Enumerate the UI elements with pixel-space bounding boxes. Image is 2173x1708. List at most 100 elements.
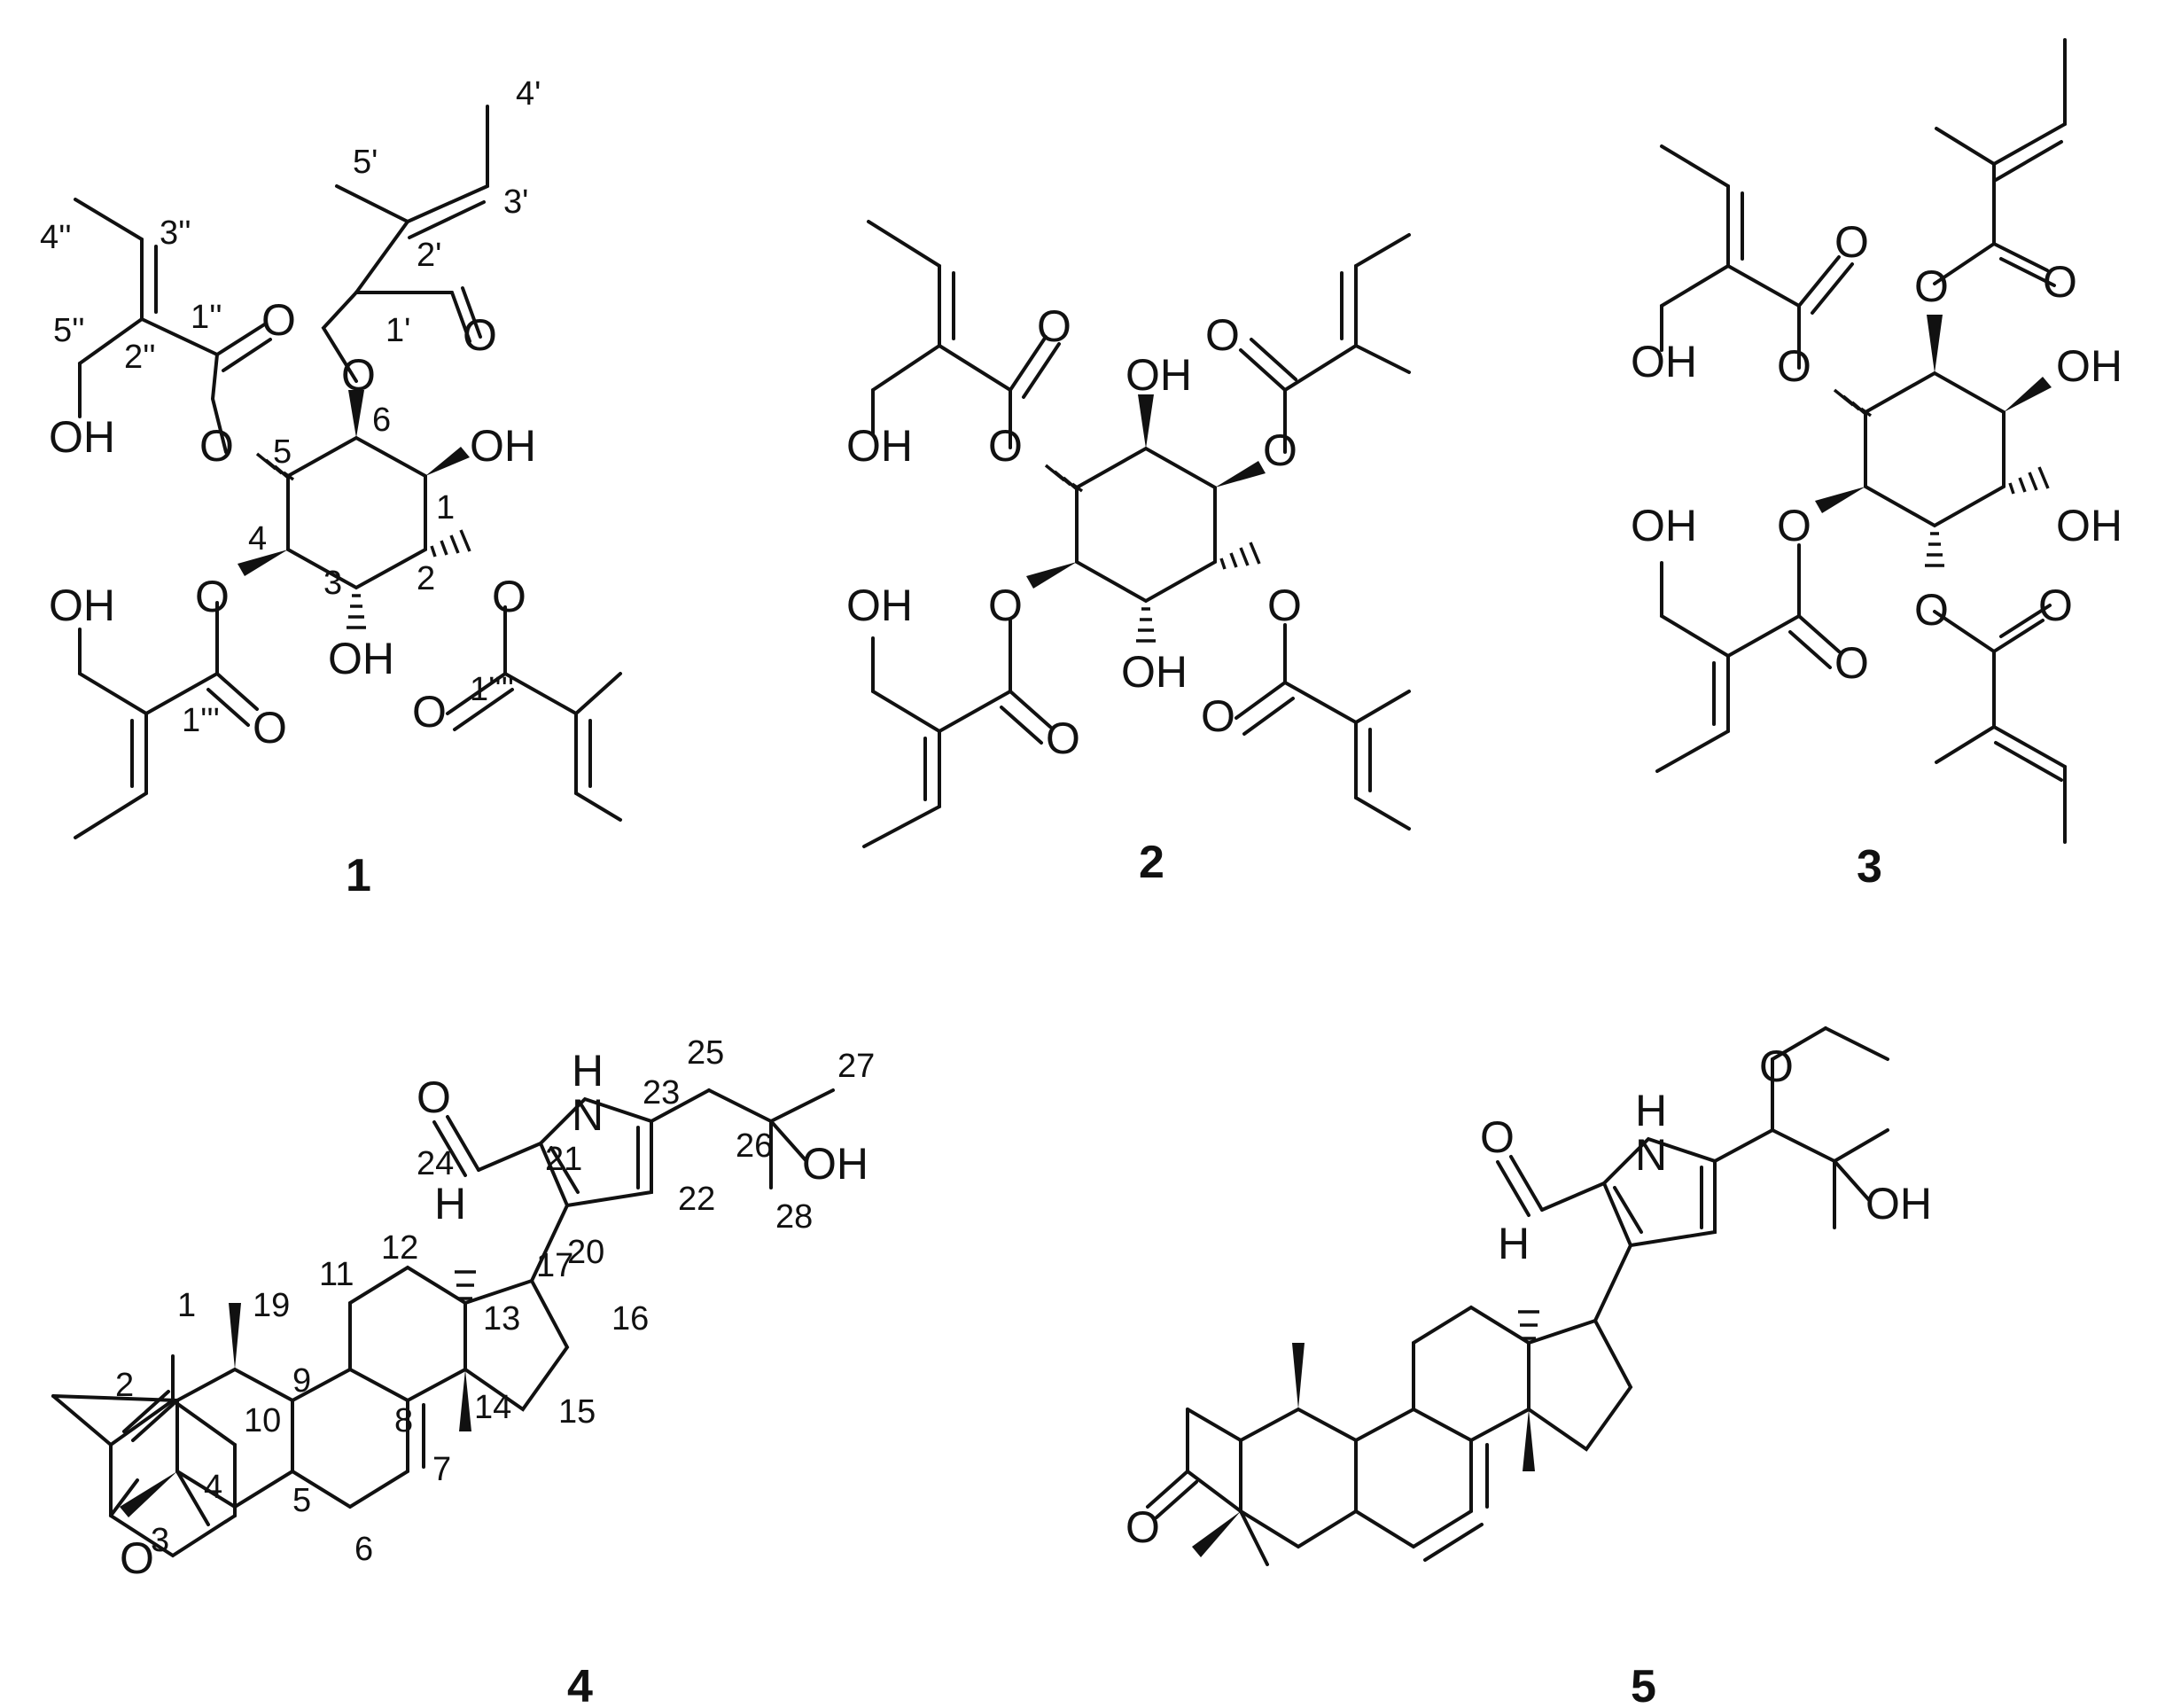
c2-o-ur-ester: O xyxy=(1263,425,1297,475)
c2-o-ul-ester: O xyxy=(988,421,1023,471)
c1-o1pppp-label: O xyxy=(412,687,447,737)
loc-2p: 2' xyxy=(417,237,441,274)
loc-4p: 4' xyxy=(516,75,541,113)
c3-o-ul-ester: O xyxy=(1777,341,1811,391)
loc4-3: 3 xyxy=(151,1522,169,1559)
loc4-26: 26 xyxy=(736,1127,773,1165)
loc4-1: 1 xyxy=(177,1287,196,1324)
loc4-20: 20 xyxy=(567,1234,604,1271)
loc-r1: 1 xyxy=(436,489,455,526)
compound-label-5: 5 xyxy=(1631,1661,1656,1708)
c1-o1pp-label: O xyxy=(261,295,296,345)
c3-oh-lr-label: OH xyxy=(2056,501,2122,550)
c3-o-lr-carbonyl: O xyxy=(2038,581,2073,630)
c2-oh-bottom-label: OH xyxy=(1121,647,1188,697)
c1-oh3-label: OH xyxy=(328,634,394,683)
loc-r6: 6 xyxy=(372,402,391,439)
loc4-13: 13 xyxy=(483,1300,520,1338)
loc-3p: 3' xyxy=(503,183,528,221)
c1-o1p-label: O xyxy=(463,310,497,360)
c3-o-lr-ester: O xyxy=(1914,585,1949,635)
c5-ald-h: H xyxy=(1498,1219,1530,1268)
c1-o6-label: O xyxy=(341,350,376,400)
loc4-12: 12 xyxy=(381,1229,418,1267)
c4-ald-o: O xyxy=(417,1072,451,1122)
loc-3pp: 3'' xyxy=(160,214,191,252)
loc4-16: 16 xyxy=(611,1300,649,1338)
loc4-27: 27 xyxy=(837,1048,875,1085)
compound-1-structure: O O OH O O OH O O OH OH O O 4' 5' 3' 2' … xyxy=(40,75,622,901)
c5-ether-o: O xyxy=(1759,1041,1794,1091)
c5-ketone-o: O xyxy=(1125,1502,1160,1552)
loc-r5: 5 xyxy=(273,433,292,471)
c4-ald-h: H xyxy=(434,1179,466,1228)
c4-oh-label: OH xyxy=(802,1139,868,1189)
loc-1p: 1' xyxy=(386,312,410,349)
c3-oh-ll-label: OH xyxy=(1631,501,1697,550)
c2-o-ll-ester: O xyxy=(988,581,1023,630)
loc4-6: 6 xyxy=(354,1531,373,1568)
c5-nh-n: N xyxy=(1635,1130,1667,1180)
loc-1pp: 1'' xyxy=(191,299,222,336)
loc4-14: 14 xyxy=(474,1389,511,1426)
loc-1pppp: 1'''' xyxy=(470,671,514,708)
c3-o-ll-carbonyl: O xyxy=(1834,638,1869,688)
loc4-4: 4 xyxy=(204,1469,222,1506)
c1-o5-label: O xyxy=(199,421,234,471)
loc4-11: 11 xyxy=(319,1256,354,1293)
compound-label-2: 2 xyxy=(1139,837,1164,888)
c2-oh-ul-label: OH xyxy=(846,421,913,471)
c2-o-lr-carbonyl: O xyxy=(1201,691,1235,741)
c4-ketone-o: O xyxy=(120,1533,154,1583)
c3-o-top-ester: O xyxy=(1914,261,1949,311)
compound-label-1: 1 xyxy=(346,850,371,901)
loc4-23: 23 xyxy=(643,1074,680,1111)
c2-oh-ll-label: OH xyxy=(846,581,913,630)
c1-o1ppp-label: O xyxy=(253,703,287,753)
loc-5p: 5' xyxy=(353,144,378,181)
loc-r3: 3 xyxy=(323,565,342,602)
compound-5-structure: O O H H N O OH 5 xyxy=(1125,1026,1932,1708)
c1-oh5ppp-label: OH xyxy=(49,581,115,630)
c3-oh-ul-label: OH xyxy=(1631,337,1697,386)
loc4-25: 25 xyxy=(687,1034,724,1072)
loc-2pp: 2'' xyxy=(124,339,156,376)
c2-o-lr-ester: O xyxy=(1267,581,1302,630)
compound-label-3: 3 xyxy=(1857,841,1882,893)
c5-ald-o: O xyxy=(1480,1112,1515,1162)
c4-nh-h: H xyxy=(572,1046,604,1096)
loc4-15: 15 xyxy=(558,1393,596,1431)
loc4-17: 17 xyxy=(536,1247,573,1284)
loc4-2: 2 xyxy=(115,1367,134,1404)
c1-o2-label: O xyxy=(492,572,526,621)
c3-o-ul-carbonyl: O xyxy=(1834,217,1869,267)
c2-o-ll-carbonyl: O xyxy=(1046,714,1080,763)
loc4-10: 10 xyxy=(244,1402,281,1439)
loc-4pp: 4'' xyxy=(40,219,72,256)
loc-5pp: 5'' xyxy=(53,312,85,349)
loc4-21: 21 xyxy=(545,1141,582,1178)
c1-oh5pp-label: OH xyxy=(49,412,115,462)
c2-o-ul-carbonyl: O xyxy=(1037,301,1071,351)
loc4-22: 22 xyxy=(678,1181,715,1218)
c3-o-ll-ester: O xyxy=(1777,501,1811,550)
loc-1ppp: 1''' xyxy=(182,702,220,739)
loc4-5: 5 xyxy=(292,1482,311,1519)
c3-o-ur-carbonyl: O xyxy=(2043,257,2077,307)
loc4-9: 9 xyxy=(292,1362,311,1400)
loc4-19: 19 xyxy=(253,1287,290,1324)
compound-3-structure: O O O OH O OH OH OH O O O O 3 xyxy=(1631,38,2122,893)
compound-label-4: 4 xyxy=(567,1661,593,1708)
c1-o4-label: O xyxy=(195,572,230,621)
compound-4-structure: O O H H N OH 1 2 3 4 5 6 7 8 9 10 11 12 … xyxy=(51,1034,875,1708)
loc4-7: 7 xyxy=(432,1451,451,1488)
c5-nh-h: H xyxy=(1635,1086,1667,1135)
c2-oh-top-label: OH xyxy=(1125,350,1192,400)
compound-2-structure: OH O OH O O O OH O O OH O O 2 xyxy=(846,220,1411,888)
c2-o-ur-carbonyl: O xyxy=(1205,310,1240,360)
c1-oh1-label: OH xyxy=(470,421,536,471)
c4-nh-n: N xyxy=(572,1090,604,1140)
loc-r2: 2 xyxy=(417,560,435,597)
c5-oh-label: OH xyxy=(1865,1179,1932,1228)
